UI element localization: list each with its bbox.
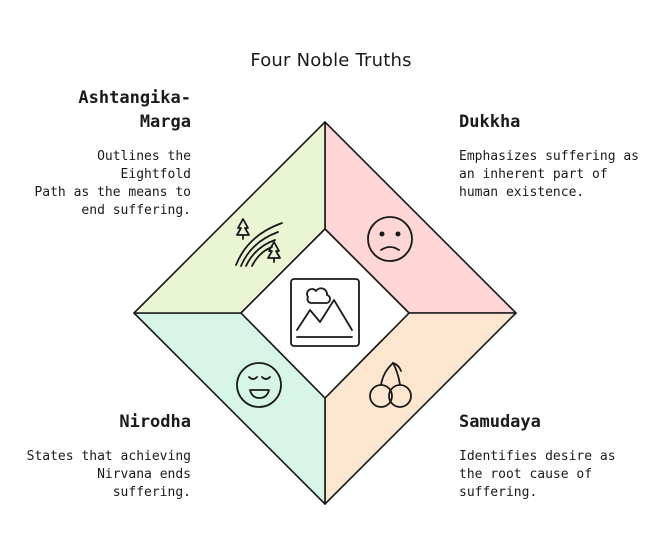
- description-samudaya: Identifies desire as the root cause of s…: [459, 448, 649, 502]
- description-line: Nirvana ends: [97, 467, 191, 482]
- description-line: States that achieving: [26, 449, 191, 464]
- heading-dukkha: Dukkha: [459, 112, 521, 132]
- heading-ashtangika-marga: Ashtangika- Marga: [20, 86, 191, 134]
- description-line: an inherent part of: [459, 167, 608, 182]
- description-line: the root cause of: [459, 467, 593, 482]
- description-line: end suffering.: [81, 203, 191, 218]
- description-line: Identifies desire as: [459, 449, 616, 464]
- heading-samudaya: Samudaya: [459, 412, 541, 432]
- path-with-trees-icon: [235, 218, 283, 267]
- quadrant-label-samudaya: Samudaya Identifies desire as the root c…: [459, 410, 649, 502]
- description-line: Outlines the Eightfold: [97, 149, 191, 182]
- quadrant-label-ashtangika-marga: Ashtangika- Marga Outlines the Eightfold…: [20, 86, 191, 220]
- description-dukkha: Emphasizes suffering as an inherent part…: [459, 148, 649, 202]
- heading-line: Ashtangika-: [78, 88, 191, 108]
- description-line: Path as the means to: [34, 185, 191, 200]
- description-line: suffering.: [112, 485, 191, 500]
- description-line: suffering.: [459, 485, 538, 500]
- description-ashtangika-marga: Outlines the Eightfold Path as the means…: [20, 148, 191, 220]
- description-line: human existence.: [459, 185, 585, 200]
- description-nirodha: States that achieving Nirvana ends suffe…: [20, 448, 191, 502]
- heading-line: Marga: [139, 112, 191, 132]
- image-placeholder-icon: [290, 278, 360, 347]
- diagram-title: Four Noble Truths: [250, 50, 412, 71]
- heading-nirodha: Nirodha: [119, 412, 191, 432]
- cherries-icon: [369, 362, 412, 408]
- description-line: Emphasizes suffering as: [459, 149, 640, 164]
- sad-face-icon: [367, 216, 413, 262]
- quadrant-label-dukkha: Dukkha Emphasizes suffering as an inhere…: [459, 110, 649, 202]
- happy-face-icon: [236, 362, 282, 408]
- quadrant-label-nirodha: Nirodha States that achieving Nirvana en…: [20, 410, 191, 502]
